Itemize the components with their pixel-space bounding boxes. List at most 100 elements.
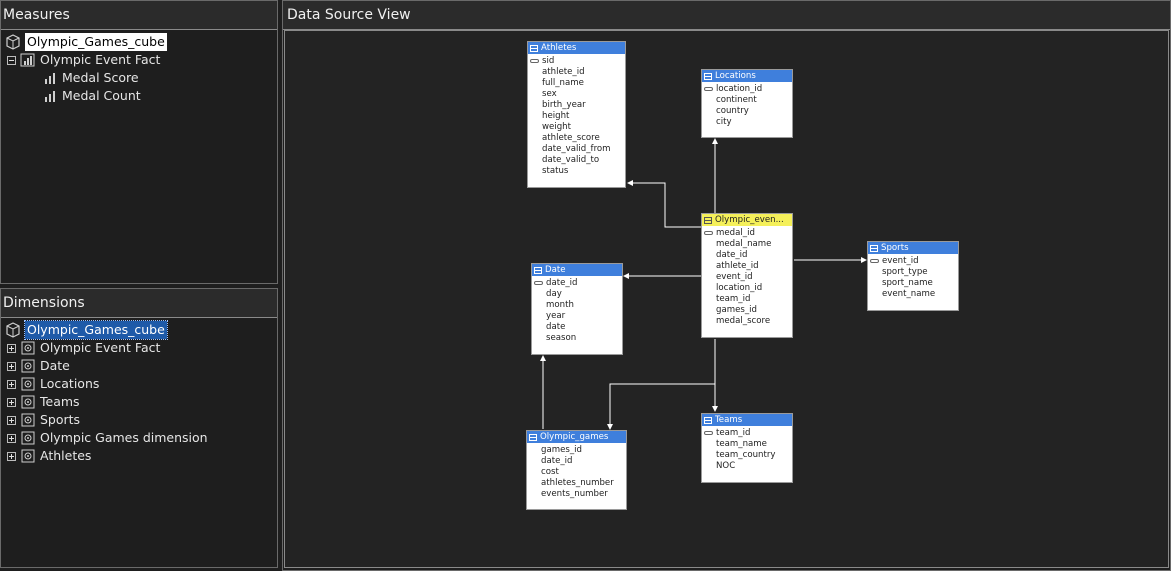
column-row[interactable]: location_id bbox=[702, 283, 792, 294]
column-row[interactable]: sport_type bbox=[868, 267, 958, 278]
column-name: team_name bbox=[716, 439, 767, 449]
column-row[interactable]: cost bbox=[527, 467, 626, 478]
column-name: month bbox=[546, 300, 574, 310]
table-games-header[interactable]: Olympic_games bbox=[527, 431, 626, 443]
dimension-item[interactable]: Olympic Event Fact bbox=[7, 339, 160, 357]
column-row[interactable]: event_name bbox=[868, 289, 958, 300]
column-row[interactable]: team_country bbox=[702, 450, 792, 461]
expand-icon[interactable] bbox=[7, 379, 16, 389]
key-icon bbox=[530, 59, 539, 63]
table-date-header[interactable]: Date bbox=[532, 264, 622, 276]
expand-icon[interactable] bbox=[7, 433, 16, 443]
dimension-icon bbox=[20, 394, 36, 410]
column-row[interactable]: weight bbox=[528, 122, 625, 133]
table-locations-header[interactable]: Locations bbox=[702, 70, 792, 82]
dimension-item[interactable]: Locations bbox=[7, 375, 99, 393]
dimensions-cube-label: Olympic_Games_cube bbox=[24, 320, 168, 340]
table-athletes[interactable]: Athletes sid athlete_id full_name sex bi… bbox=[527, 41, 626, 188]
column-name: athlete_id bbox=[716, 261, 759, 271]
column-name: full_name bbox=[542, 78, 584, 88]
measure-item[interactable]: Medal Count bbox=[42, 87, 141, 105]
column-row[interactable]: event_id bbox=[868, 256, 958, 267]
column-row[interactable]: athletes_number bbox=[527, 478, 626, 489]
measure-group-node[interactable]: Olympic Event Fact bbox=[7, 51, 160, 69]
dimension-item[interactable]: Olympic Games dimension bbox=[7, 429, 208, 447]
column-row[interactable]: location_id bbox=[702, 84, 792, 95]
column-name: day bbox=[546, 289, 562, 299]
expand-icon[interactable] bbox=[7, 415, 16, 425]
column-row[interactable]: date bbox=[532, 322, 622, 333]
column-name: location_id bbox=[716, 283, 763, 293]
column-row[interactable]: full_name bbox=[528, 78, 625, 89]
key-icon bbox=[534, 281, 543, 285]
column-row[interactable]: NOC bbox=[702, 461, 792, 472]
table-sports-header[interactable]: Sports bbox=[868, 242, 958, 254]
expand-icon[interactable] bbox=[7, 397, 16, 407]
column-name: date_id bbox=[546, 278, 578, 288]
dimension-item[interactable]: Teams bbox=[7, 393, 80, 411]
table-date[interactable]: Date date_id day month year date season bbox=[531, 263, 623, 355]
column-row[interactable]: athlete_id bbox=[702, 261, 792, 272]
measures-cube-node[interactable]: Olympic_Games_cube bbox=[5, 33, 167, 51]
table-icon bbox=[704, 216, 712, 224]
dimensions-cube-node[interactable]: Olympic_Games_cube bbox=[5, 320, 168, 340]
column-name: height bbox=[542, 111, 570, 121]
column-row[interactable]: games_id bbox=[702, 305, 792, 316]
column-row[interactable]: month bbox=[532, 300, 622, 311]
column-row[interactable]: date_id bbox=[527, 456, 626, 467]
column-name: continent bbox=[716, 95, 757, 105]
measure-item[interactable]: Medal Score bbox=[42, 69, 139, 87]
dimension-item[interactable]: Sports bbox=[7, 411, 80, 429]
table-olympic-event-fact[interactable]: Olympic_even... medal_id medal_name date… bbox=[701, 213, 793, 338]
column-row[interactable]: birth_year bbox=[528, 100, 625, 111]
column-name: athlete_id bbox=[542, 67, 585, 77]
relationship-line[interactable] bbox=[627, 180, 701, 228]
column-row[interactable]: date_id bbox=[532, 278, 622, 289]
column-name: athletes_number bbox=[541, 478, 614, 488]
column-row[interactable]: athlete_id bbox=[528, 67, 625, 78]
dimension-item-label: Olympic Games dimension bbox=[40, 430, 208, 445]
column-row[interactable]: sport_name bbox=[868, 278, 958, 289]
column-row[interactable]: events_number bbox=[527, 489, 626, 500]
expand-icon[interactable] bbox=[7, 451, 16, 461]
column-row[interactable]: height bbox=[528, 111, 625, 122]
column-row[interactable]: year bbox=[532, 311, 622, 322]
column-row[interactable]: status bbox=[528, 166, 625, 177]
measure-item-label: Medal Score bbox=[62, 70, 139, 85]
column-row[interactable]: country bbox=[702, 106, 792, 117]
table-teams[interactable]: Teams team_id team_name team_country NOC bbox=[701, 413, 793, 483]
column-row[interactable]: athlete_score bbox=[528, 133, 625, 144]
column-row[interactable]: medal_id bbox=[702, 228, 792, 239]
column-row[interactable]: medal_score bbox=[702, 316, 792, 327]
table-icon bbox=[870, 244, 878, 252]
column-row[interactable]: games_id bbox=[527, 445, 626, 456]
column-row[interactable]: sid bbox=[528, 56, 625, 67]
relationship-line[interactable] bbox=[607, 383, 715, 430]
dimension-item[interactable]: Athletes bbox=[7, 447, 91, 465]
column-row[interactable]: day bbox=[532, 289, 622, 300]
expand-icon[interactable] bbox=[7, 361, 16, 371]
table-olympic-games[interactable]: Olympic_games games_id date_id cost athl… bbox=[526, 430, 627, 510]
column-row[interactable]: season bbox=[532, 333, 622, 344]
column-row[interactable]: sex bbox=[528, 89, 625, 100]
key-icon bbox=[704, 87, 713, 91]
column-row[interactable]: date_valid_from bbox=[528, 144, 625, 155]
column-row[interactable]: date_valid_to bbox=[528, 155, 625, 166]
table-locations[interactable]: Locations location_id continent country … bbox=[701, 69, 793, 138]
column-row[interactable]: team_id bbox=[702, 294, 792, 305]
dimension-item[interactable]: Date bbox=[7, 357, 70, 375]
table-athletes-header[interactable]: Athletes bbox=[528, 42, 625, 54]
column-row[interactable]: medal_name bbox=[702, 239, 792, 250]
column-row[interactable]: team_id bbox=[702, 428, 792, 439]
table-sports[interactable]: Sports event_id sport_type sport_name ev… bbox=[867, 241, 959, 311]
collapse-icon[interactable] bbox=[7, 55, 16, 65]
expand-icon[interactable] bbox=[7, 343, 16, 353]
table-teams-header[interactable]: Teams bbox=[702, 414, 792, 426]
diagram-canvas[interactable]: Athletes sid athlete_id full_name sex bi… bbox=[284, 30, 1169, 568]
column-row[interactable]: continent bbox=[702, 95, 792, 106]
column-row[interactable]: date_id bbox=[702, 250, 792, 261]
column-row[interactable]: event_id bbox=[702, 272, 792, 283]
column-row[interactable]: team_name bbox=[702, 439, 792, 450]
table-fact-header[interactable]: Olympic_even... bbox=[702, 214, 792, 226]
column-row[interactable]: city bbox=[702, 117, 792, 128]
